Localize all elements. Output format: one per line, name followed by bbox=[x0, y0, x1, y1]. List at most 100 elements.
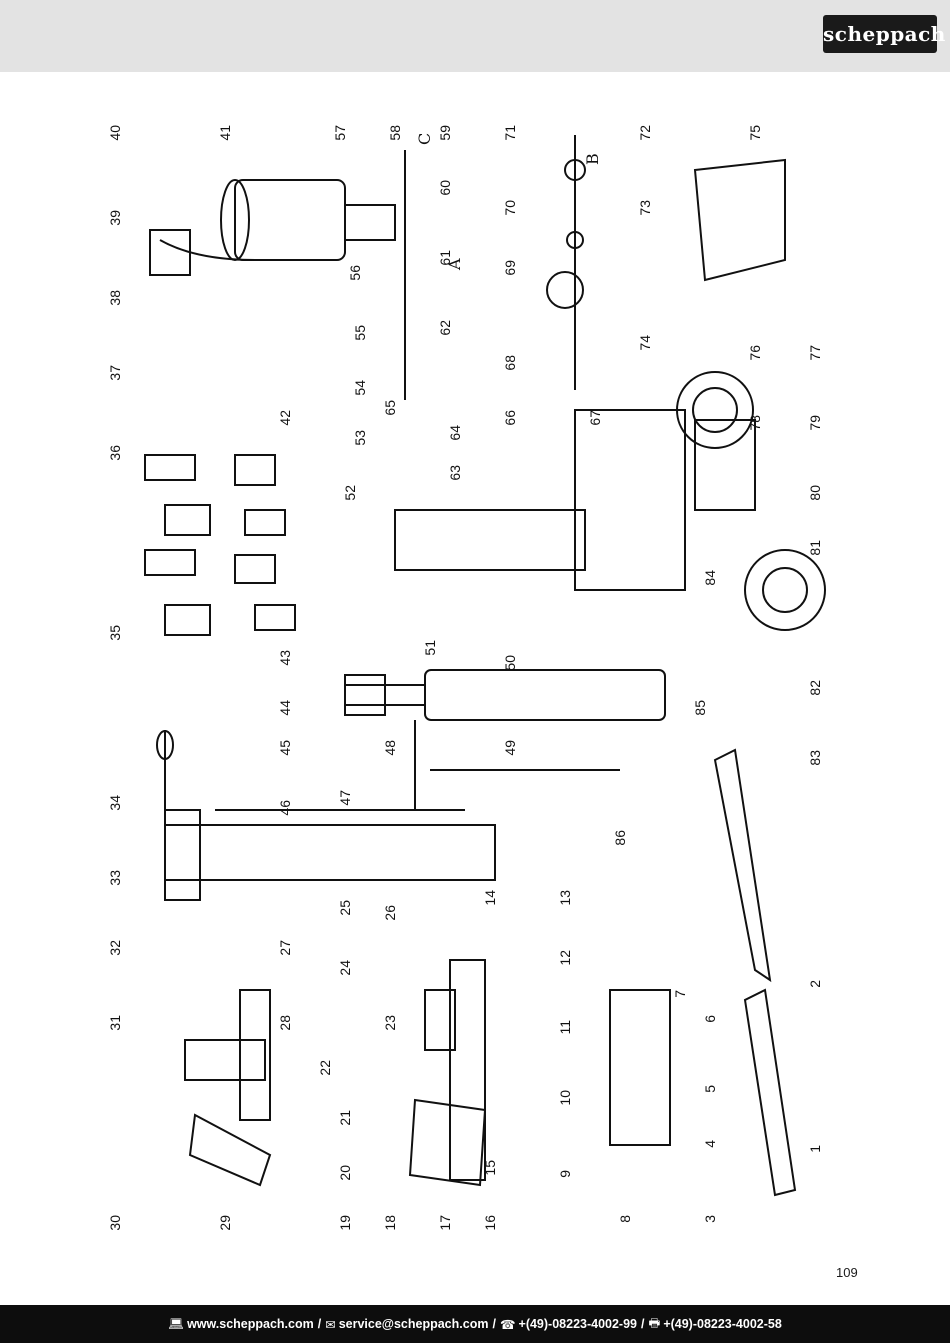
part-label-14: 14 bbox=[482, 890, 498, 906]
drawing-outlines bbox=[144, 135, 826, 1197]
part-label-50: 50 bbox=[502, 655, 518, 671]
part-label-26: 26 bbox=[382, 905, 398, 921]
part-label-15: 15 bbox=[482, 1160, 498, 1176]
table-upper bbox=[713, 748, 772, 983]
part-label-34: 34 bbox=[107, 795, 123, 811]
guard-bracket-left bbox=[184, 1039, 266, 1081]
base-foot bbox=[694, 419, 756, 511]
part-label-49: 49 bbox=[502, 740, 518, 756]
part-label-72: 72 bbox=[637, 125, 653, 141]
part-label-42: 42 bbox=[277, 410, 293, 426]
part-label-2: 2 bbox=[807, 980, 823, 988]
part-label-41: 41 bbox=[217, 125, 233, 141]
part-label-20: 20 bbox=[337, 1165, 353, 1181]
brand-logo: scheppach bbox=[823, 15, 945, 53]
part-label-48: 48 bbox=[382, 740, 398, 756]
part-label-36: 36 bbox=[107, 445, 123, 461]
part-label-62: 62 bbox=[437, 320, 453, 336]
part-label-70: 70 bbox=[502, 200, 518, 216]
base-frame bbox=[609, 989, 671, 1146]
splitter-base bbox=[574, 409, 686, 591]
part-label-82: 82 bbox=[807, 680, 823, 696]
email-link[interactable]: service@scheppach.com bbox=[338, 1317, 489, 1331]
part-label-24: 24 bbox=[337, 960, 353, 976]
mail-icon: ✉ bbox=[325, 1317, 336, 1332]
part-label-83: 83 bbox=[807, 750, 823, 766]
part-label-19: 19 bbox=[337, 1215, 353, 1230]
part-label-16: 16 bbox=[482, 1215, 498, 1230]
part-label-60: 60 bbox=[437, 180, 453, 196]
part-label-55: 55 bbox=[352, 325, 368, 341]
part-label-7: 7 bbox=[672, 990, 688, 998]
exploded-view-svg: 1234567891011121314151617181920212223242… bbox=[107, 125, 826, 1230]
part-label-29: 29 bbox=[217, 1215, 233, 1230]
part-label-77: 77 bbox=[807, 345, 823, 361]
header-band bbox=[0, 0, 950, 72]
part-label-75: 75 bbox=[747, 125, 763, 141]
pump bbox=[344, 204, 396, 241]
computer-icon: 💻︎ bbox=[168, 1316, 185, 1331]
guard-plate-left bbox=[188, 1113, 272, 1187]
part-label-27: 27 bbox=[277, 940, 293, 956]
part-label-30: 30 bbox=[107, 1215, 123, 1230]
part-label-38: 38 bbox=[107, 290, 123, 306]
footer-bar: 💻︎ www.scheppach.com / ✉ service@scheppa… bbox=[0, 1305, 950, 1343]
pusher-column bbox=[164, 824, 496, 881]
part-label-80: 80 bbox=[807, 485, 823, 501]
wheel-lower bbox=[744, 549, 826, 631]
part-label-65: 65 bbox=[382, 400, 398, 416]
part-label-53: 53 bbox=[352, 430, 368, 446]
part-label-23: 23 bbox=[382, 1015, 398, 1031]
switch-box bbox=[149, 229, 191, 276]
part-label-81: 81 bbox=[807, 540, 823, 556]
part-label-35: 35 bbox=[107, 625, 123, 641]
part-label-39: 39 bbox=[107, 210, 123, 226]
part-label-66: 66 bbox=[502, 410, 518, 426]
part-label-74: 74 bbox=[637, 335, 653, 351]
part-label-79: 79 bbox=[807, 415, 823, 431]
part-label-56: 56 bbox=[347, 265, 363, 281]
part-label-12: 12 bbox=[557, 950, 573, 966]
connection-letter-A: A bbox=[445, 258, 464, 271]
part-label-59: 59 bbox=[437, 125, 453, 141]
website-link[interactable]: www.scheppach.com bbox=[187, 1317, 314, 1331]
part-label-22: 22 bbox=[317, 1060, 333, 1076]
page-number: 109 bbox=[836, 1265, 858, 1280]
part-label-61: 61 bbox=[437, 250, 453, 266]
part-label-57: 57 bbox=[332, 125, 348, 141]
part-label-84: 84 bbox=[702, 570, 718, 586]
fax-icon: 🖶︎ bbox=[648, 1315, 661, 1330]
fax-number: +(49)-08223-4002-58 bbox=[663, 1317, 782, 1331]
part-label-63: 63 bbox=[447, 465, 463, 481]
part-label-71: 71 bbox=[502, 125, 518, 141]
part-label-68: 68 bbox=[502, 355, 518, 371]
connection-letter-C: C bbox=[415, 133, 434, 145]
part-label-85: 85 bbox=[692, 700, 708, 716]
hydraulic-cylinder bbox=[424, 669, 666, 721]
wheel-upper bbox=[676, 371, 754, 449]
part-label-4: 4 bbox=[702, 1140, 718, 1148]
part-label-28: 28 bbox=[277, 1015, 293, 1031]
part-labels: 1234567891011121314151617181920212223242… bbox=[107, 125, 823, 1230]
part-label-43: 43 bbox=[277, 650, 293, 666]
part-label-32: 32 bbox=[107, 940, 123, 956]
part-label-45: 45 bbox=[277, 740, 293, 756]
part-label-3: 3 bbox=[702, 1215, 718, 1223]
part-label-69: 69 bbox=[502, 260, 518, 276]
part-label-5: 5 bbox=[702, 1085, 718, 1093]
motor-body bbox=[234, 179, 346, 261]
part-label-46: 46 bbox=[277, 800, 293, 816]
part-label-78: 78 bbox=[747, 415, 763, 431]
part-label-9: 9 bbox=[557, 1170, 573, 1178]
part-label-6: 6 bbox=[702, 1015, 718, 1023]
part-label-31: 31 bbox=[107, 1015, 123, 1031]
splitter-column bbox=[394, 509, 586, 571]
phone-icon: ☎ bbox=[499, 1317, 516, 1332]
part-label-11: 11 bbox=[557, 1020, 573, 1035]
phone-number: +(49)-08223-4002-99 bbox=[518, 1317, 638, 1331]
part-label-51: 51 bbox=[422, 640, 438, 656]
part-label-54: 54 bbox=[352, 380, 368, 396]
table-lower bbox=[743, 988, 797, 1197]
part-label-86: 86 bbox=[612, 830, 628, 846]
